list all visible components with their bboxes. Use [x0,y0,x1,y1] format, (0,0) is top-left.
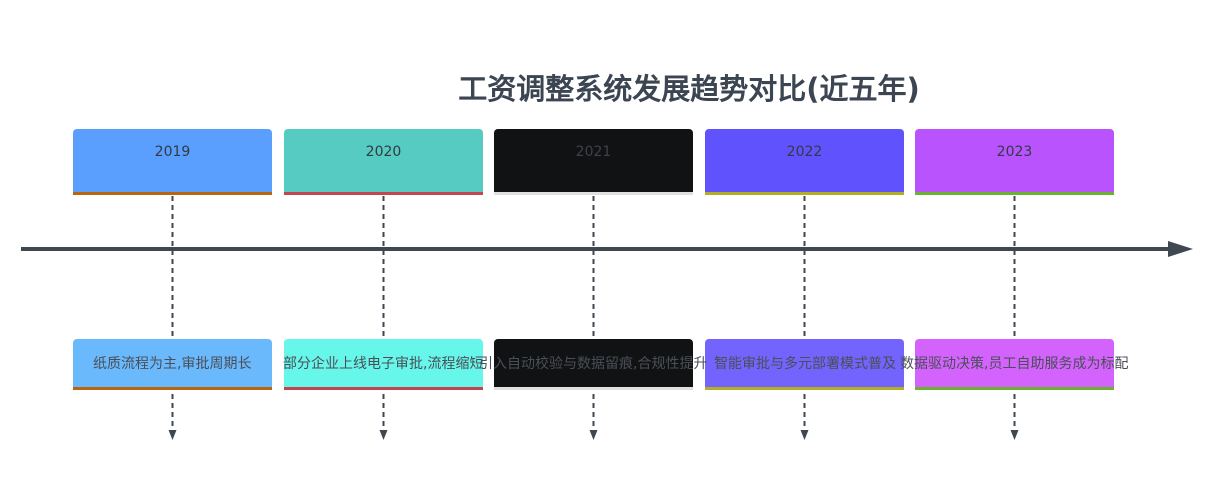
connector-arrow-2020 [379,430,388,440]
connector-arrow-2023 [1010,430,1019,440]
year-label: 2020 [365,144,402,160]
event-box-2023 [915,339,1114,390]
year-box-2020: 2020 [284,129,483,195]
year-label: 2019 [154,144,191,160]
year-box-2021: 2021 [494,129,693,195]
event-box-2021 [494,339,693,390]
year-label: 2021 [575,144,612,160]
event-text-2020: 部分企业上线电子审批,流程缩短 [283,356,484,372]
event-text-2022: 智能审批与多元部署模式普及 [714,356,896,372]
event-box-2019 [73,339,272,390]
time-axis-arrowhead [1168,241,1193,257]
event-box-2022 [705,339,904,390]
year-box-2019: 2019 [73,129,272,195]
period-connectors [168,196,1019,440]
year-box-2022: 2022 [705,129,904,195]
year-label: 2022 [786,144,823,160]
connector-arrow-2022 [800,430,809,440]
year-label: 2023 [996,144,1033,160]
event-text-2023: 数据驱动决策,员工自助服务成为标配 [900,356,1129,372]
year-box-2023: 2023 [915,129,1114,195]
connector-arrow-2021 [589,430,598,440]
diagram-title: 工资调整系统发展趋势对比(近五年) [458,72,920,106]
event-text-2021: 引入自动校验与数据留痕,合规性提升 [479,356,708,372]
event-box-2020 [284,339,483,390]
event-text-2019: 纸质流程为主,审批周期长 [93,356,252,372]
connector-arrow-2019 [168,430,177,440]
